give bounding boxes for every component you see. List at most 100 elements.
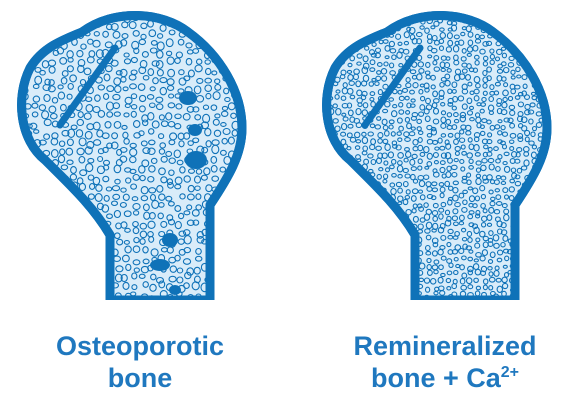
trabecula [360,217,366,223]
trabecula [554,153,558,157]
trabecula [340,259,345,264]
trabecula [551,202,556,207]
trabecula [329,13,334,18]
trabecula [33,26,38,31]
trabecula [326,48,331,54]
trabecula [404,280,409,285]
trabecula [341,204,345,207]
trabecula [544,83,550,87]
trabecula [392,225,398,229]
trabecula [523,276,528,281]
trabecula [346,209,351,215]
trabecula [341,208,347,214]
trabecula [329,210,333,215]
trabecula [524,32,528,36]
trabecula [376,20,380,24]
trabecula [538,250,542,253]
trabecula [26,3,32,9]
trabecula [396,229,401,234]
trabecula [551,67,555,71]
trabecula [392,263,397,268]
trabecula [546,214,551,219]
trabecula [238,187,243,191]
trabecula [326,167,331,172]
trabecula [322,229,327,233]
trabecula [500,29,506,33]
trabecula [348,11,353,16]
trabecula [404,251,408,255]
trabecula [354,195,358,199]
trabecula [88,257,94,263]
trabecula [319,223,324,228]
trabecula [496,6,501,11]
trabecula [26,232,32,239]
trabecula [540,202,544,206]
trabecula [44,188,50,193]
trabecula [15,156,21,162]
trabecula [239,61,245,68]
trabecula [474,13,479,17]
trabecula [215,204,220,209]
trabecula [533,201,538,205]
trabecula [342,242,347,247]
trabecula [17,65,23,72]
trabecula [404,265,409,269]
trabecula [536,230,541,236]
trabecula [531,246,535,249]
trabecula [546,279,551,284]
trabecula [69,203,74,207]
trabecula [530,217,536,222]
trabecula [385,271,389,274]
trabecula [243,260,248,264]
trabecula [357,238,362,242]
trabecula [335,201,340,204]
trabecula [233,4,239,8]
trabecula [365,252,369,257]
trabecula [59,238,65,244]
trabecula [321,294,325,297]
trabecula [390,228,394,233]
trabecula [526,252,530,255]
trabecula [530,25,534,30]
trabecula [35,277,42,284]
trabecula [230,57,236,63]
trabecula [224,238,230,243]
trabecula [15,166,21,171]
trabecula [530,20,535,26]
trabecula [418,6,423,10]
trabecula [96,259,102,266]
trabecula [371,235,376,241]
trabecula [323,29,327,34]
trabecula [546,180,551,184]
trabecula [550,46,555,50]
trabecula [335,235,340,241]
trabecula [49,214,55,219]
trabecula [335,161,339,165]
trabecula [460,6,465,11]
trabecula [85,278,91,283]
trabecula [327,18,332,22]
trabecula [427,7,431,11]
trabecula [532,279,537,284]
trabecula [348,34,352,38]
trabecula [530,260,534,263]
trabecula [42,178,48,184]
trabecula [350,245,355,249]
trabecula [34,3,39,9]
trabecula [105,5,111,11]
trabecula [59,286,64,291]
trabecula [34,39,39,45]
trabecula [522,221,527,225]
trabecula [546,270,550,275]
trabecula [405,257,409,262]
trabecula [59,13,64,19]
trabecula [524,258,528,262]
trabecula [529,286,534,291]
trabecula [41,201,48,207]
trabecula [336,175,342,179]
trabecula [361,272,366,277]
trabecula [33,174,39,179]
trabecula [362,209,367,215]
trabecula [544,13,548,17]
trabecula [545,228,550,234]
